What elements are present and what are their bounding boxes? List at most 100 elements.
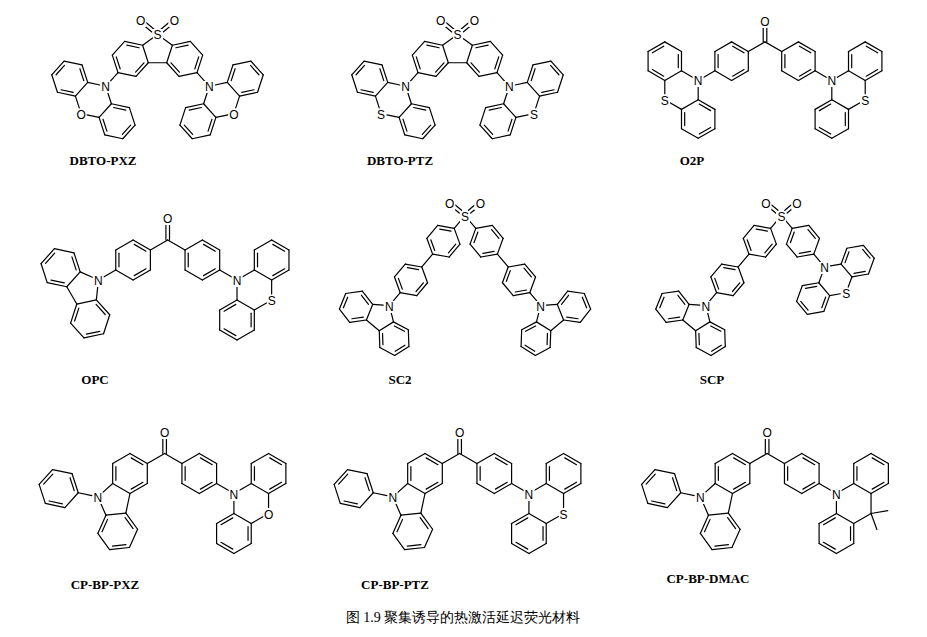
bond-line xyxy=(367,474,373,493)
bond-line xyxy=(724,268,735,270)
bond-line xyxy=(786,244,797,257)
bond-line xyxy=(866,46,877,53)
bond-line xyxy=(852,274,869,277)
bond-line xyxy=(454,228,460,244)
bond-line xyxy=(185,467,186,481)
bond-line xyxy=(426,482,438,489)
bond-line xyxy=(492,230,499,239)
bond-line xyxy=(375,96,379,108)
bond-line xyxy=(819,273,823,283)
bond-line xyxy=(765,438,766,454)
bond-line xyxy=(712,345,722,351)
bond-line xyxy=(535,348,550,356)
bond-line xyxy=(584,294,590,310)
bond-line xyxy=(547,304,558,306)
bond-line xyxy=(400,293,417,296)
bond-line xyxy=(734,458,746,465)
bond-line xyxy=(143,38,153,45)
bond-line xyxy=(116,57,120,69)
bond-line xyxy=(169,224,170,240)
bond-line xyxy=(416,57,420,69)
bond-line xyxy=(703,71,715,78)
bond-line xyxy=(715,484,732,494)
bond-line xyxy=(185,240,202,250)
bond-line xyxy=(698,333,700,344)
bond-line xyxy=(108,92,112,104)
bond-line xyxy=(421,494,425,514)
bond-line xyxy=(738,254,749,267)
bond-line xyxy=(52,75,58,92)
bond-line xyxy=(167,63,179,77)
atom-label: O xyxy=(159,427,170,439)
atom-label-holder: O xyxy=(228,105,239,123)
atom-label-holder: N xyxy=(400,77,411,95)
bond-line xyxy=(715,71,732,81)
bond-line xyxy=(373,304,384,306)
atom-label: S xyxy=(559,509,569,521)
bond-line xyxy=(64,61,82,65)
bond-line xyxy=(188,253,189,267)
atom-label: O xyxy=(169,15,180,27)
bond-line xyxy=(511,524,512,544)
bond-line xyxy=(551,61,563,75)
bond-line xyxy=(288,250,289,270)
bond-line xyxy=(656,294,662,310)
bond-line xyxy=(673,478,677,491)
bond-line xyxy=(46,253,55,263)
bond-line xyxy=(242,90,254,93)
bond-line xyxy=(71,304,77,323)
bond-line xyxy=(53,470,73,474)
bond-line xyxy=(215,82,227,85)
bond-line xyxy=(78,493,92,496)
bond-line xyxy=(546,333,548,344)
bond-line xyxy=(343,297,347,308)
bond-line xyxy=(823,518,835,525)
bond-line xyxy=(474,232,478,243)
bond-line xyxy=(815,71,827,78)
bond-line xyxy=(242,270,254,277)
bond-line xyxy=(87,115,99,118)
atom-label-holder: N xyxy=(229,485,240,503)
bond-line xyxy=(549,467,550,481)
atom-label: S xyxy=(452,29,462,41)
bond-line xyxy=(747,240,751,251)
bond-line xyxy=(522,322,537,330)
bond-line xyxy=(495,482,507,489)
bond-line xyxy=(379,331,381,348)
bond-line xyxy=(792,225,809,228)
bond-line xyxy=(766,244,777,257)
atom-label-holder: O xyxy=(135,11,146,29)
bond-line xyxy=(646,474,655,484)
bond-line xyxy=(161,23,169,29)
bond-line xyxy=(88,82,100,85)
bond-line xyxy=(854,454,871,464)
compound-name: DBTO-PXZ xyxy=(70,154,137,168)
bond-line xyxy=(236,286,237,300)
atom-label: N xyxy=(204,81,215,93)
bond-line xyxy=(148,62,166,63)
atom-label-holder: N xyxy=(693,71,704,89)
compound-name-holder: CP-BP-DMAC xyxy=(666,569,749,587)
bond-line xyxy=(114,107,126,110)
bond-line xyxy=(118,73,136,77)
bond-line xyxy=(251,313,252,327)
bond-line xyxy=(871,511,888,514)
bond-line xyxy=(219,250,220,270)
bond-line xyxy=(771,228,777,244)
bond-line xyxy=(39,484,45,503)
bond-line xyxy=(208,119,212,131)
atom-label: S xyxy=(841,288,851,300)
atom-label-holder: S xyxy=(152,25,162,43)
bond-line xyxy=(787,467,788,481)
bond-line xyxy=(871,514,877,530)
bond-line xyxy=(557,304,563,320)
bond-line xyxy=(180,108,186,125)
bond-line xyxy=(221,518,233,525)
bond-line xyxy=(398,278,402,289)
bond-line xyxy=(427,45,439,48)
bond-line xyxy=(448,62,466,63)
bond-line xyxy=(41,249,54,264)
bond-line xyxy=(782,71,799,81)
bond-line xyxy=(767,454,784,464)
bond-line xyxy=(781,52,782,71)
